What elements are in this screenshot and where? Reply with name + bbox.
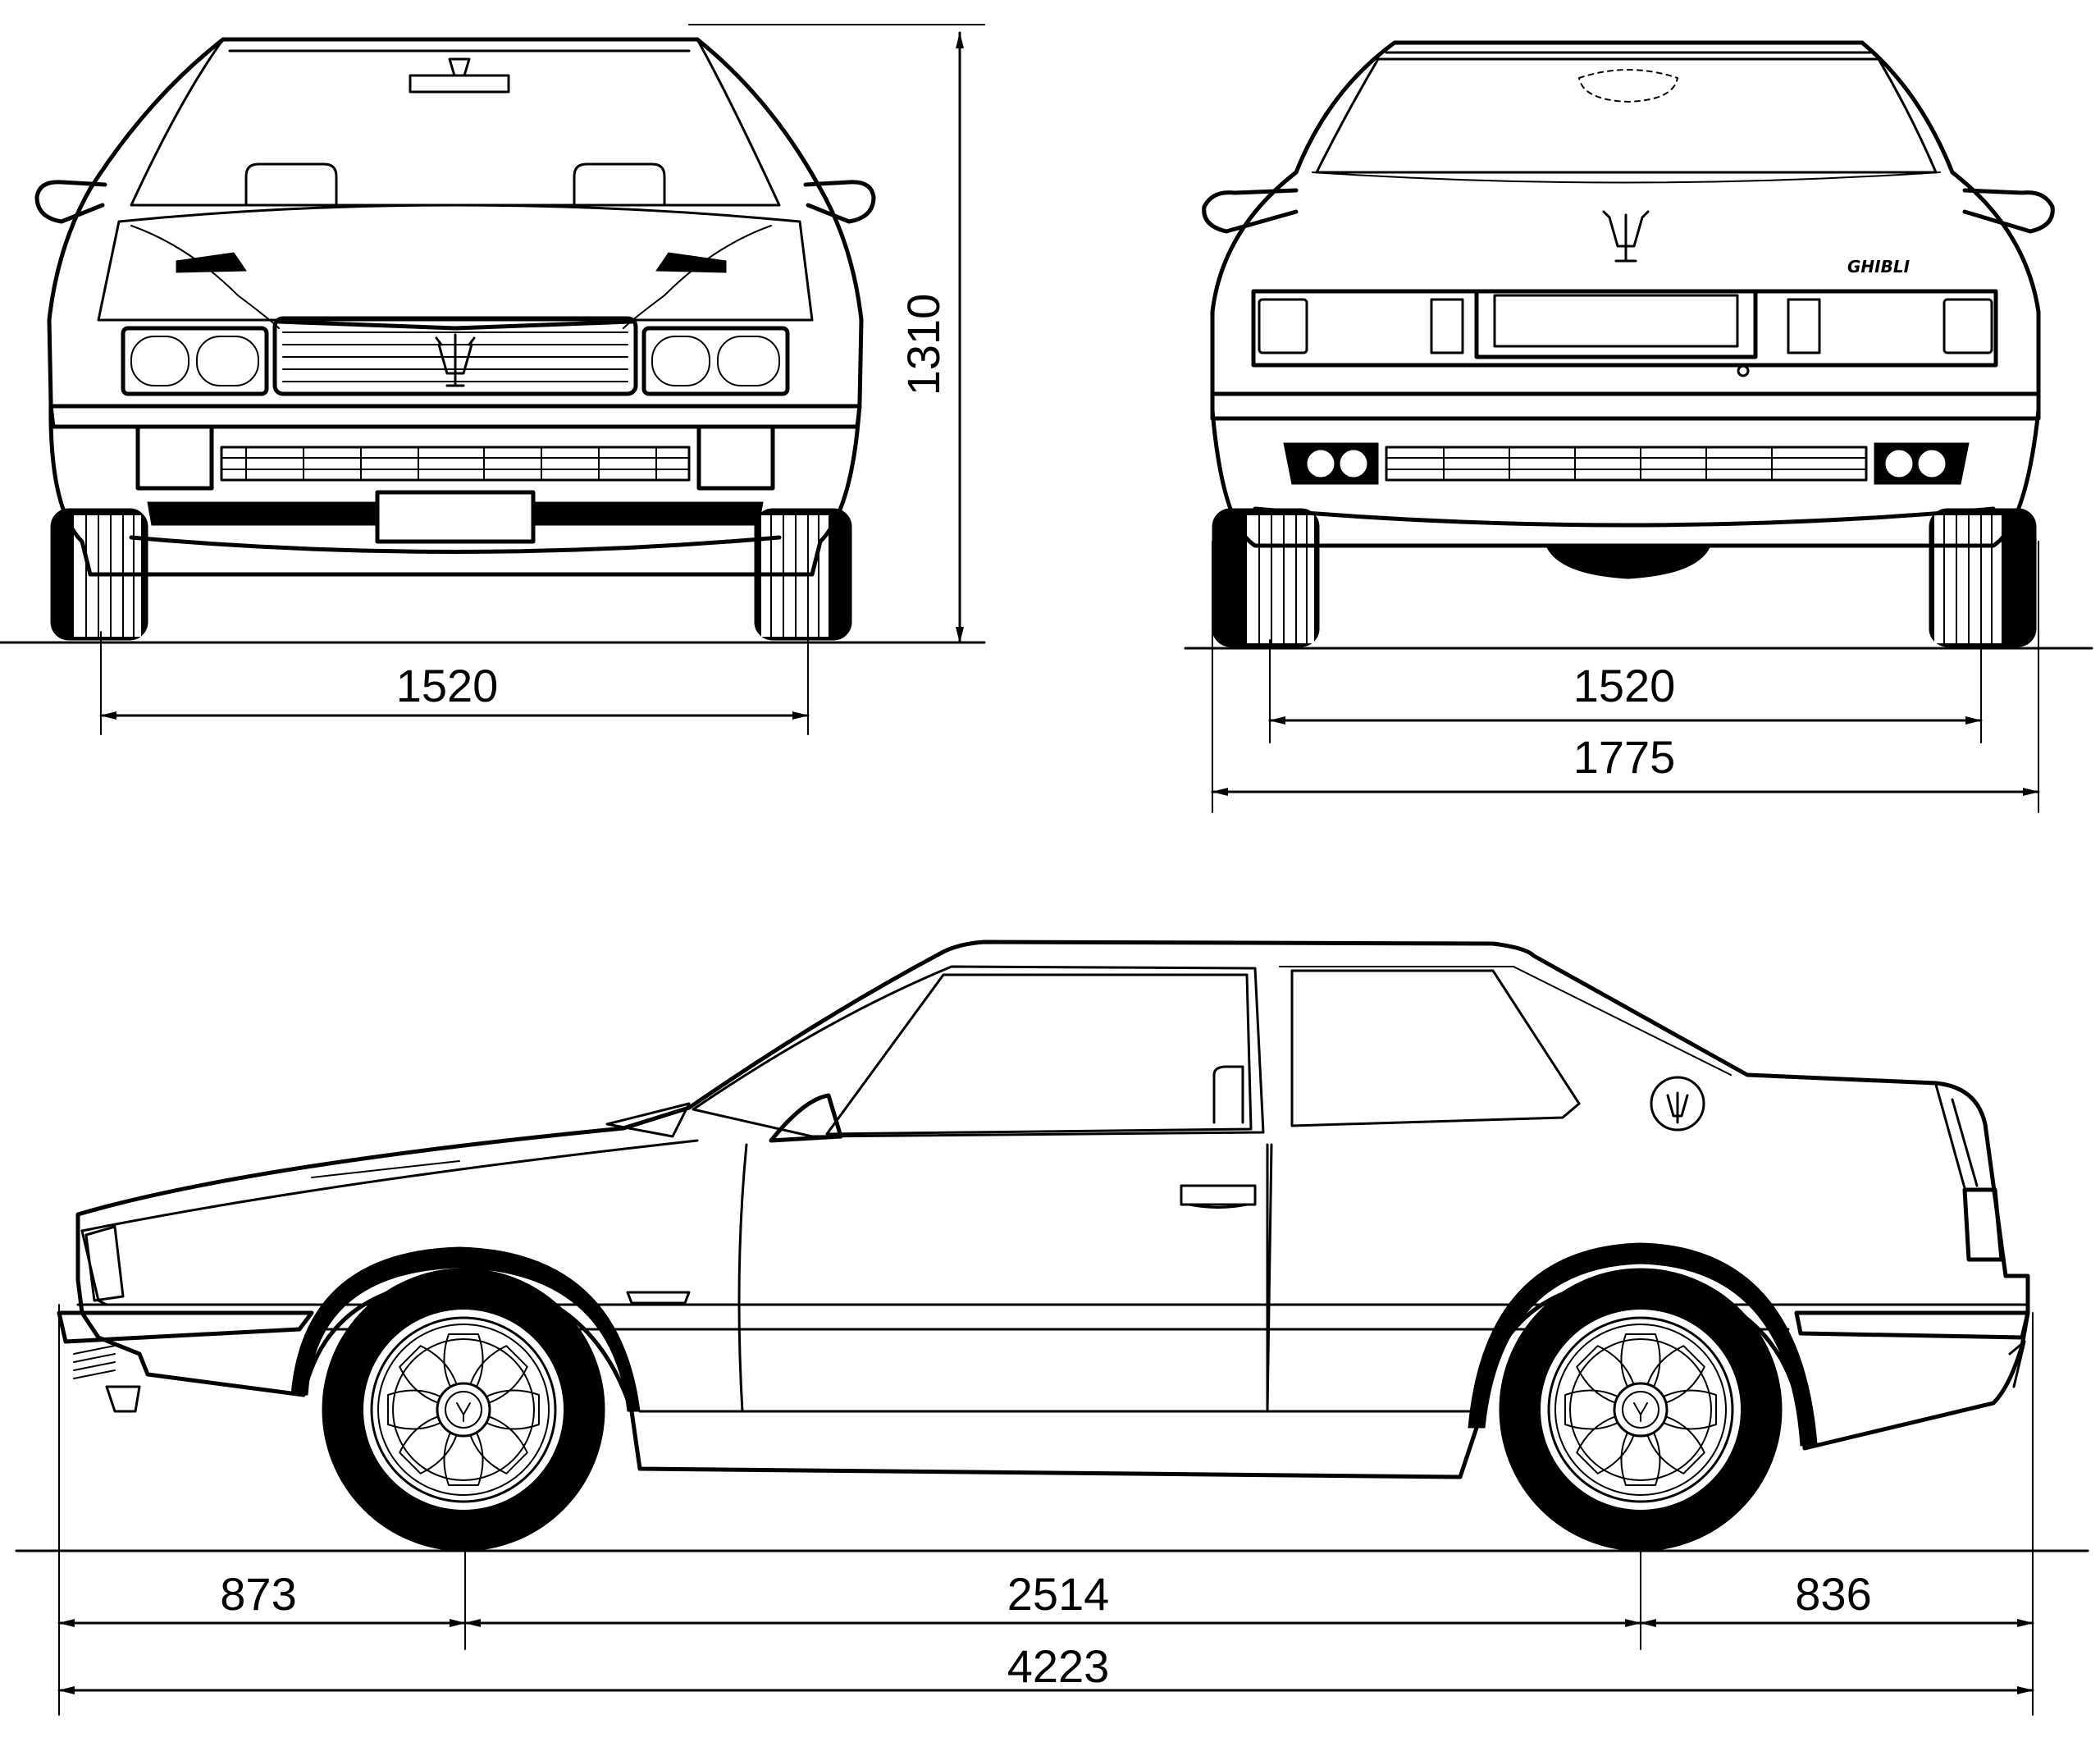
wiper bbox=[605, 1102, 691, 1138]
front-side-window bbox=[825, 973, 1253, 1136]
side-mirror bbox=[769, 1093, 843, 1143]
side-marker bbox=[626, 1291, 691, 1305]
front-overhang-label: 873 bbox=[220, 1568, 296, 1620]
side-front-bumper bbox=[57, 1310, 314, 1344]
door-handle bbox=[1180, 1184, 1257, 1209]
width-label: 1775 bbox=[1573, 731, 1676, 783]
hood bbox=[97, 203, 814, 322]
front-wheel-arch bbox=[290, 1246, 641, 1412]
front-right-mirror bbox=[803, 180, 876, 224]
hood-vent-left bbox=[176, 252, 247, 273]
rear-view: GHIBLI bbox=[1184, 40, 2093, 813]
hood-vent-right bbox=[655, 252, 727, 273]
rear-bumper bbox=[1210, 391, 2041, 421]
seat-left bbox=[244, 162, 338, 207]
height-label: 1310 bbox=[897, 294, 949, 396]
side-rear-bumper bbox=[1794, 1310, 2030, 1340]
headlamp-left bbox=[121, 326, 269, 396]
tail-light-band bbox=[1251, 289, 1998, 368]
quarter-panel-emblem bbox=[1650, 1076, 1705, 1132]
front-left-mirror bbox=[34, 180, 107, 224]
indicator-left bbox=[135, 424, 214, 491]
wheelbase-label: 2514 bbox=[1007, 1568, 1110, 1620]
side-front-vents bbox=[73, 1345, 116, 1379]
front-view: 1310 1520 bbox=[0, 24, 986, 735]
side-seat bbox=[1212, 1065, 1244, 1124]
third-brake-light bbox=[1578, 69, 1678, 103]
door-outline bbox=[737, 1143, 1273, 1413]
side-headlamp bbox=[84, 1225, 125, 1302]
rear-wheel-arch bbox=[1468, 1242, 1818, 1447]
rear-side-window bbox=[1290, 969, 1581, 1127]
rear-left-tire bbox=[1212, 508, 1320, 647]
front-license-plate bbox=[375, 490, 536, 544]
lower-intake bbox=[220, 446, 691, 482]
rear-underbody bbox=[1545, 545, 1711, 579]
trident-logo-rear bbox=[1602, 210, 1650, 263]
length-label: 4223 bbox=[1007, 1640, 1110, 1692]
rear-right-mirror bbox=[1962, 188, 2055, 234]
indicator-right bbox=[696, 424, 775, 491]
front-windshield bbox=[130, 38, 781, 207]
rear-window bbox=[1315, 57, 1938, 174]
side-tail-light bbox=[1962, 1187, 2004, 1262]
rear-diffuser bbox=[1385, 446, 1868, 482]
front-track-label: 1520 bbox=[396, 660, 499, 711]
rear-track-label: 1520 bbox=[1573, 660, 1676, 711]
side-greenhouse bbox=[692, 965, 1265, 1138]
seat-right bbox=[573, 162, 666, 207]
headlamp-right bbox=[641, 326, 790, 396]
trident-logo-front bbox=[435, 333, 476, 387]
hood-crease bbox=[80, 1139, 699, 1232]
rear-left-mirror bbox=[1202, 188, 1299, 234]
rear-license-plate bbox=[1474, 289, 1758, 359]
rear-overhang-label: 836 bbox=[1795, 1568, 1871, 1620]
front-bumper bbox=[48, 404, 862, 429]
ghibli-badge: GHIBLI bbox=[1847, 257, 1911, 277]
side-view: 873 2514 836 4223 bbox=[15, 940, 2089, 1716]
rear-body-outline bbox=[1210, 40, 2041, 548]
rear-view-mirror bbox=[409, 57, 510, 94]
rear-right-tire bbox=[1929, 508, 2037, 647]
